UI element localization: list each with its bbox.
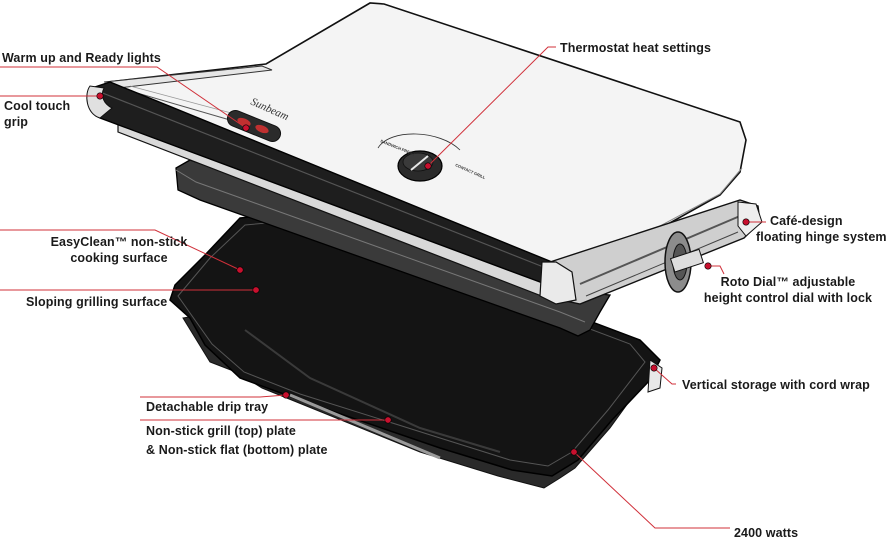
dot-storage xyxy=(650,364,658,372)
leader-watts xyxy=(573,451,730,529)
label-cool-touch-grip: Cool touch grip xyxy=(4,98,70,130)
dot-plates xyxy=(384,416,392,424)
label-roto-dial-line2: height control dial with lock xyxy=(703,291,873,305)
label-sloping: Sloping grilling surface xyxy=(26,295,168,309)
leader-thermostat xyxy=(427,46,556,167)
label-watts: 2400 watts xyxy=(734,526,799,540)
leader-storage xyxy=(653,367,676,385)
label-cafe-hinge: Café-design floating hinge system xyxy=(756,213,886,245)
label-easyclean-line1: EasyClean™ non-stick xyxy=(50,235,188,249)
front-handle-grip xyxy=(86,81,557,292)
label-thermostat: Thermostat heat settings xyxy=(560,41,712,55)
label-easyclean-line2: cooking surface xyxy=(70,251,168,265)
bottom-grill-base xyxy=(169,211,663,489)
roto-dial xyxy=(664,231,705,293)
label-plates-line2: & Non-stick flat (bottom) plate xyxy=(146,443,328,457)
leader-drip xyxy=(140,394,287,398)
label-easyclean: EasyClean™ non-stick cooking surface xyxy=(44,234,194,266)
dot-cafe xyxy=(742,218,750,226)
label-roto-dial: Roto Dial™ adjustable height control dia… xyxy=(698,274,878,306)
label-plates-line1: Non-stick grill (top) plate xyxy=(146,424,296,438)
dot-roto xyxy=(704,262,712,270)
label-cool-touch-grip-line2: grip xyxy=(4,115,29,129)
label-drip-tray: Detachable drip tray xyxy=(146,400,269,414)
dot-thermostat xyxy=(424,162,432,170)
dot-sloping xyxy=(252,286,260,294)
dot-drip xyxy=(282,391,290,399)
leader-roto xyxy=(708,265,725,275)
dot-cool-grip xyxy=(96,92,104,100)
label-plates: Non-stick grill (top) plate & Non-stick … xyxy=(146,423,328,458)
label-roto-dial-line1: Roto Dial™ adjustable xyxy=(720,275,856,289)
label-warm-up-lights: Warm up and Ready lights xyxy=(2,51,161,65)
callout-dots xyxy=(96,92,750,456)
dot-watts xyxy=(570,448,578,456)
dot-easyclean xyxy=(236,266,244,274)
label-cool-touch-grip-line1: Cool touch xyxy=(4,99,71,113)
label-cafe-hinge-line2: floating hinge system xyxy=(756,230,886,244)
label-vertical-storage: Vertical storage with cord wrap xyxy=(682,378,870,392)
leader-warm-up xyxy=(0,66,247,129)
label-cafe-hinge-line1: Café-design xyxy=(770,214,843,228)
dot-warm-up xyxy=(242,124,250,132)
hinge-arm xyxy=(539,199,763,305)
leader-lines xyxy=(0,46,766,529)
leader-easyclean xyxy=(0,229,241,271)
